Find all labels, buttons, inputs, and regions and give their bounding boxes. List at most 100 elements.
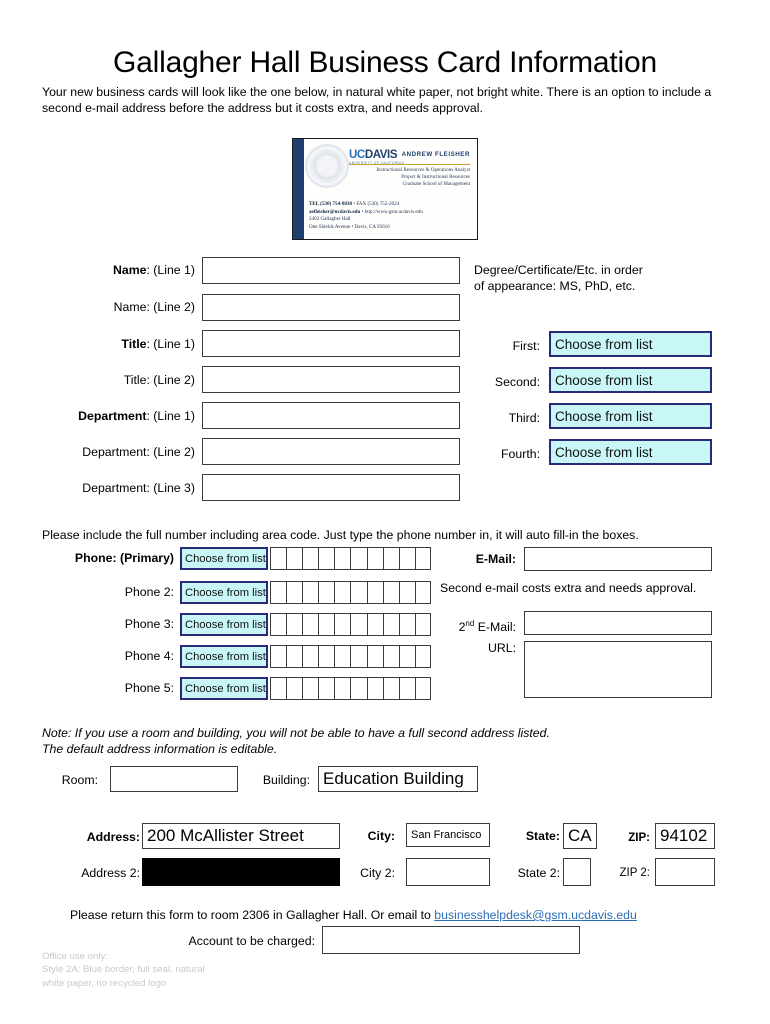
card-tel: TEL (530) 754-8830 (309, 201, 353, 208)
phone-digit-cell[interactable] (414, 613, 431, 636)
input-state-2[interactable] (563, 858, 591, 886)
input-email[interactable] (524, 547, 712, 571)
phone-digit-cell[interactable] (302, 581, 319, 604)
phone-digit-cell[interactable] (350, 547, 367, 570)
dropdown-phone-5-type[interactable]: Choose from list (180, 677, 268, 700)
digits-phone-3[interactable] (270, 613, 431, 636)
phone-digit-cell[interactable] (270, 581, 287, 604)
input-department-line-1[interactable] (202, 402, 460, 429)
phone-digit-cell[interactable] (350, 677, 367, 700)
card-fax: FAX (530) 752-2024 (356, 201, 400, 208)
phone-digit-cell[interactable] (318, 613, 335, 636)
input-title-line-2[interactable] (202, 366, 460, 393)
input-state[interactable]: CA (563, 823, 597, 849)
phone-digit-cell[interactable] (366, 547, 383, 570)
input-title-line-1[interactable] (202, 330, 460, 357)
input-address-2[interactable] (142, 858, 340, 886)
digits-phone-5[interactable] (270, 677, 431, 700)
dropdown-degree-fourth[interactable]: Choose from list (549, 439, 712, 465)
input-account-to-charge[interactable] (322, 926, 580, 954)
input-department-line-2[interactable] (202, 438, 460, 465)
digits-phone-2[interactable] (270, 581, 431, 604)
phone-digit-cell[interactable] (398, 581, 415, 604)
phone-digit-cell[interactable] (270, 613, 287, 636)
phone-digit-cell[interactable] (334, 645, 351, 668)
label-zip-2: ZIP 2: (619, 867, 650, 879)
dropdown-degree-second[interactable]: Choose from list (549, 367, 712, 393)
label-phone-5: Phone 5: (124, 681, 174, 695)
helpdesk-email-link[interactable]: businesshelpdesk@gsm.ucdavis.edu (434, 908, 637, 922)
phone-digit-cell[interactable] (366, 645, 383, 668)
input-zip[interactable]: 94102 (655, 823, 715, 849)
phone-digit-cell[interactable] (286, 547, 303, 570)
phone-digit-cell[interactable] (302, 613, 319, 636)
dropdown-degree-first[interactable]: Choose from list (549, 331, 712, 357)
phone-digit-cell[interactable] (334, 581, 351, 604)
dropdown-phone-primary-type[interactable]: Choose from list (180, 547, 268, 570)
phone-digit-cell[interactable] (414, 547, 431, 570)
digits-phone-4[interactable] (270, 645, 431, 668)
input-url[interactable] (524, 641, 712, 698)
input-address[interactable]: 200 McAllister Street (142, 823, 340, 849)
phone-digit-cell[interactable] (270, 677, 287, 700)
phone-digit-cell[interactable] (334, 677, 351, 700)
input-room[interactable] (110, 766, 238, 792)
phone-digit-cell[interactable] (318, 581, 335, 604)
phone-digit-cell[interactable] (318, 645, 335, 668)
business-card-preview: UCDAVIS UNIVERSITY OF CALIFORNIA ANDREW … (292, 138, 478, 240)
dropdown-phone-2-type[interactable]: Choose from list (180, 581, 268, 604)
card-web: http://www.gsm.ucdavis.edu (364, 208, 423, 215)
phone-digit-cell[interactable] (366, 677, 383, 700)
input-name-line-2[interactable] (202, 294, 460, 321)
phone-digit-cell[interactable] (318, 547, 335, 570)
dropdown-phone-4-type[interactable]: Choose from list (180, 645, 268, 668)
phone-digit-cell[interactable] (366, 613, 383, 636)
phone-digit-cell[interactable] (414, 581, 431, 604)
return-text: Please return this form to room 2306 in … (70, 908, 435, 922)
phone-digit-cell[interactable] (398, 677, 415, 700)
phone-digit-cell[interactable] (286, 613, 303, 636)
phone-digit-cell[interactable] (398, 645, 415, 668)
phone-digit-cell[interactable] (334, 547, 351, 570)
phone-digit-cell[interactable] (382, 581, 399, 604)
label-degree-first: First: (512, 339, 540, 353)
phone-digit-cell[interactable] (318, 677, 335, 700)
input-department-line-3[interactable] (202, 474, 460, 501)
input-zip-2[interactable] (655, 858, 715, 886)
phone-digit-cell[interactable] (350, 581, 367, 604)
phone-digit-cell[interactable] (398, 547, 415, 570)
phone-digit-cell[interactable] (302, 645, 319, 668)
input-building[interactable]: Education Building (318, 766, 478, 792)
card-address-2: One Shields Avenue • Davis, CA 95616 (309, 223, 390, 230)
phone-digit-cell[interactable] (382, 645, 399, 668)
phone-digit-cell[interactable] (382, 613, 399, 636)
input-city-2[interactable] (406, 858, 490, 886)
card-left-stripe (293, 139, 304, 239)
phone-digit-cell[interactable] (270, 547, 287, 570)
phone-digit-cell[interactable] (302, 677, 319, 700)
digits-phone-primary[interactable] (270, 547, 431, 570)
phone-digit-cell[interactable] (286, 581, 303, 604)
phone-digit-cell[interactable] (286, 677, 303, 700)
phone-digit-cell[interactable] (350, 613, 367, 636)
phone-digit-cell[interactable] (414, 677, 431, 700)
input-city[interactable]: San Francisco (406, 823, 490, 847)
phone-digit-cell[interactable] (414, 645, 431, 668)
dropdown-degree-third[interactable]: Choose from list (549, 403, 712, 429)
dropdown-phone-3-type[interactable]: Choose from list (180, 613, 268, 636)
ucdavis-logo: UCDAVIS (349, 149, 398, 161)
phone-digit-cell[interactable] (270, 645, 287, 668)
phone-digit-cell[interactable] (366, 581, 383, 604)
phone-digit-cell[interactable] (398, 613, 415, 636)
phone-digit-cell[interactable] (286, 645, 303, 668)
phone-digit-cell[interactable] (382, 677, 399, 700)
phone-digit-cell[interactable] (334, 613, 351, 636)
input-name-line-1[interactable] (202, 257, 460, 284)
phone-digit-cell[interactable] (382, 547, 399, 570)
phone-digit-cell[interactable] (350, 645, 367, 668)
label-url: URL: (487, 641, 516, 655)
input-second-email[interactable] (524, 611, 712, 635)
phone-digit-cell[interactable] (302, 547, 319, 570)
intro-paragraph: Your new business cards will look like t… (42, 85, 712, 115)
label-title-line-1: Title: (Line 1) (121, 337, 195, 351)
